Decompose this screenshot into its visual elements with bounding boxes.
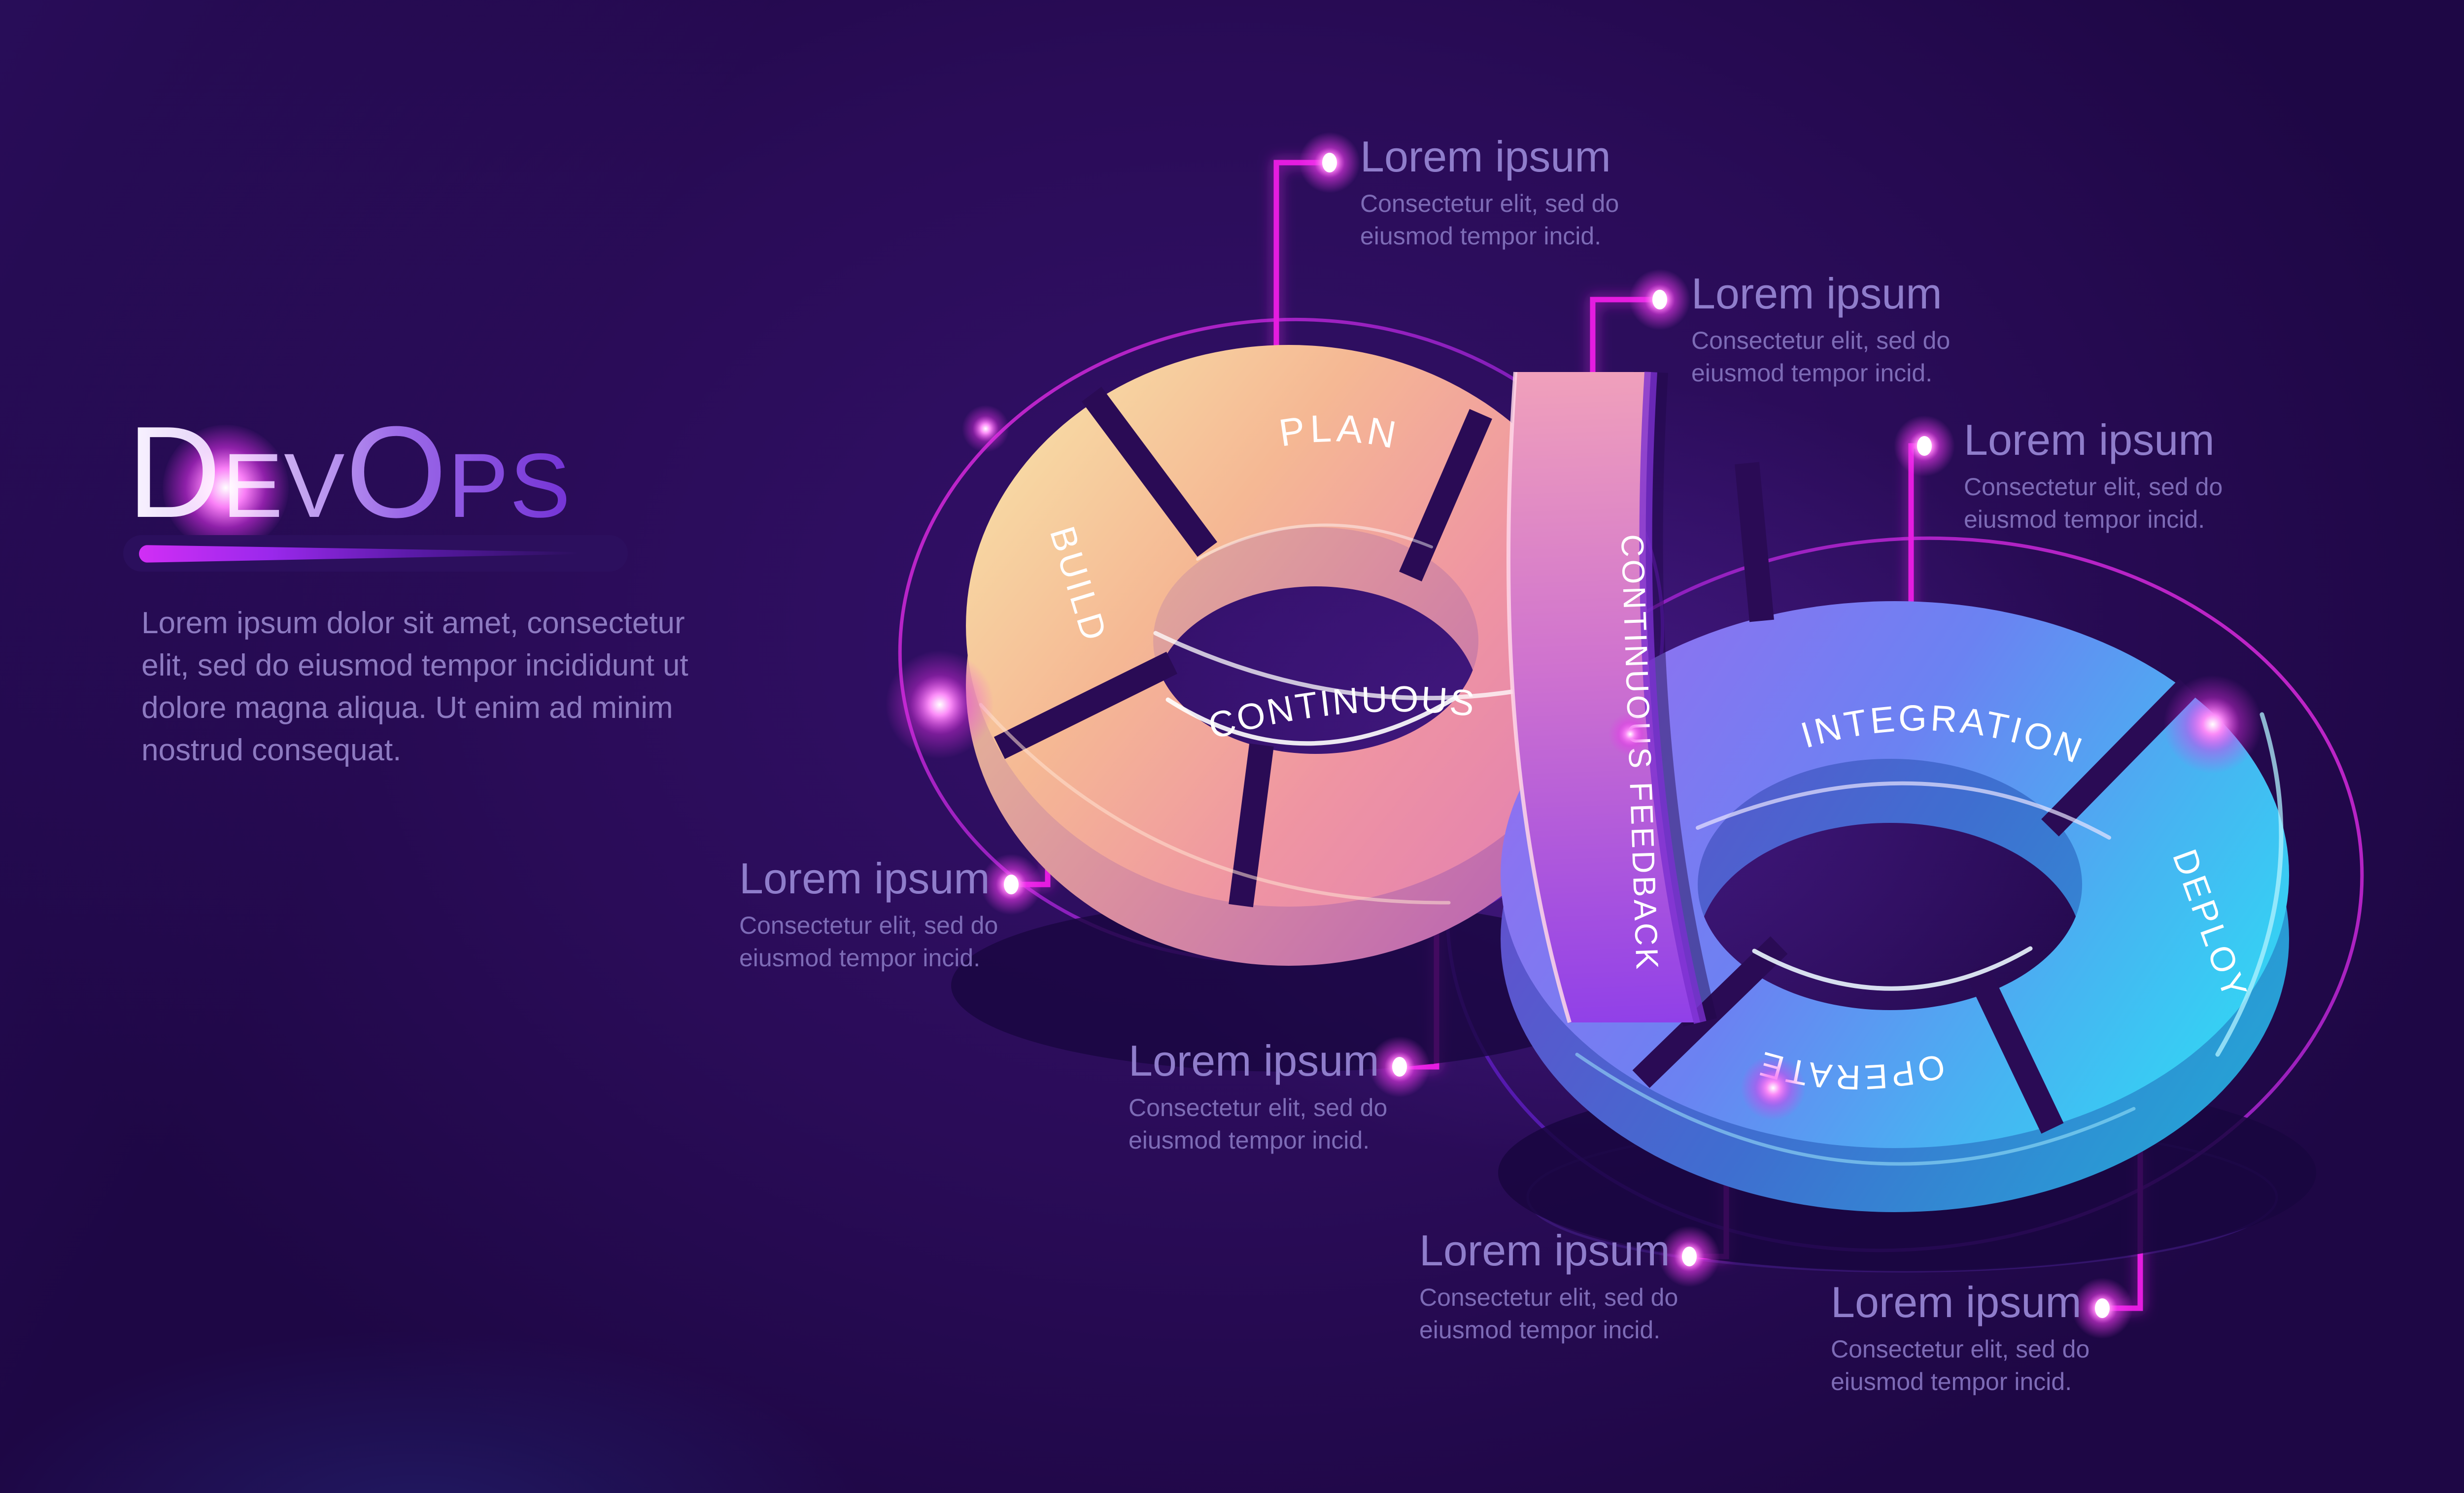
connector-dot xyxy=(1659,1226,1720,1287)
connector-dot xyxy=(1894,415,1955,476)
callout-integration: Lorem ipsum Consectetur elit, sed do eiu… xyxy=(1964,417,2328,536)
connector-dot xyxy=(981,854,1042,915)
connector-dot xyxy=(1299,132,1360,193)
page-title: DevOps xyxy=(127,399,572,544)
label-plan: PLAN xyxy=(1276,406,1403,457)
loop-left-ring xyxy=(966,345,1612,966)
callout-build: Lorem ipsum Consectetur elit, sed do eiu… xyxy=(739,856,1104,974)
callout-title: Lorem ipsum xyxy=(1964,415,2215,464)
connector-dot xyxy=(1369,1036,1430,1097)
callout-plan: Lorem ipsum Consectetur elit, sed do eiu… xyxy=(1360,134,1725,252)
callout-deploy: Lorem ipsum Consectetur elit, sed do eiu… xyxy=(1831,1280,2195,1398)
sparkle xyxy=(2163,675,2262,774)
sparkles xyxy=(886,405,2262,1120)
callout-body: Consectetur elit, sed do eiusmod tempor … xyxy=(1129,1094,1388,1154)
callout-operate: Lorem ipsum Consectetur elit, sed do eiu… xyxy=(1419,1228,1784,1346)
sparkle xyxy=(886,650,994,759)
connector-dots xyxy=(981,132,2133,1339)
callout-body: Consectetur elit, sed do eiusmod tempor … xyxy=(1964,473,2223,533)
callout-body: Consectetur elit, sed do eiusmod tempor … xyxy=(1691,327,1951,387)
callout-title: Lorem ipsum xyxy=(1360,132,1611,181)
loop-crossing-band xyxy=(1506,371,1717,1027)
callout-feedback-top: Lorem ipsum Consectetur elit, sed do eiu… xyxy=(1691,271,2056,389)
sparkle xyxy=(1608,713,1652,756)
sparkle xyxy=(1741,1055,1806,1120)
callout-title: Lorem ipsum xyxy=(1419,1226,1670,1275)
callout-continuous: Lorem ipsum Consectetur elit, sed do eiu… xyxy=(1129,1038,1493,1156)
connector-dot xyxy=(2072,1278,2133,1339)
callout-title: Lorem ipsum xyxy=(1129,1036,1379,1085)
callout-body: Consectetur elit, sed do eiusmod tempor … xyxy=(1419,1284,1678,1344)
callout-body: Consectetur elit, sed do eiusmod tempor … xyxy=(1831,1335,2090,1395)
connector-dot xyxy=(1629,269,1690,330)
callout-body: Consectetur elit, sed do eiusmod tempor … xyxy=(739,912,998,972)
callout-title: Lorem ipsum xyxy=(739,854,990,903)
callout-title: Lorem ipsum xyxy=(1691,269,1942,318)
sparkle xyxy=(962,405,1009,452)
callout-title: Lorem ipsum xyxy=(1831,1278,2082,1326)
intro-paragraph: Lorem ipsum dolor sit amet, consectetur … xyxy=(141,606,688,767)
callout-body: Consectetur elit, sed do eiusmod tempor … xyxy=(1360,190,1619,250)
